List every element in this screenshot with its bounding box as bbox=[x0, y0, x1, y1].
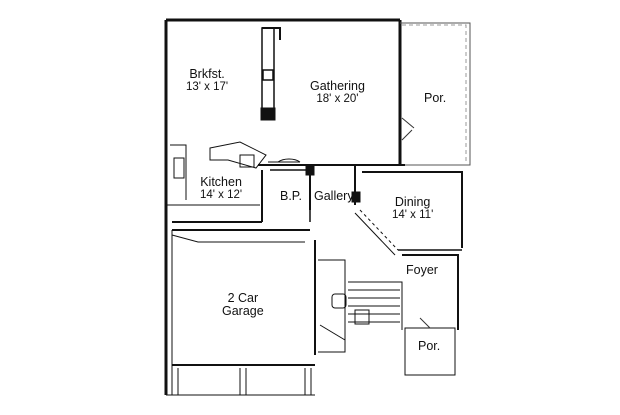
room-name: Kitchen bbox=[200, 175, 242, 189]
room-name: Dining bbox=[394, 195, 431, 209]
room-kitchen: Kitchen 14' x 12' bbox=[200, 176, 242, 202]
room-name: B.P. bbox=[280, 189, 303, 203]
room-garage: 2 Car Garage bbox=[222, 292, 264, 318]
room-dims: 13' x 17' bbox=[186, 81, 229, 93]
room-bp: B.P. bbox=[280, 190, 302, 203]
room-name: Brkfst. bbox=[189, 67, 225, 81]
room-name: Foyer bbox=[406, 263, 438, 277]
room-porch-bottom: Por. bbox=[418, 340, 440, 353]
room-gathering: Gathering 18' x 20' bbox=[310, 80, 365, 106]
room-name: Gallery bbox=[314, 189, 354, 203]
room-dims: 14' x 12' bbox=[200, 189, 243, 201]
room-brkfst: Brkfst. 13' x 17' bbox=[186, 68, 228, 94]
room-dims: 18' x 20' bbox=[316, 93, 359, 105]
room-dining: Dining 14' x 11' bbox=[392, 196, 433, 222]
room-porch-top: Por. bbox=[424, 92, 446, 105]
room-name: Por. bbox=[424, 91, 447, 105]
room-foyer: Foyer bbox=[406, 264, 438, 277]
room-name: Gathering bbox=[310, 79, 365, 93]
room-dims: Garage bbox=[222, 304, 264, 318]
room-name: 2 Car bbox=[227, 291, 259, 305]
room-gallery: Gallery bbox=[314, 190, 354, 203]
room-name: Por. bbox=[418, 339, 441, 353]
room-dims: 14' x 11' bbox=[392, 209, 434, 221]
